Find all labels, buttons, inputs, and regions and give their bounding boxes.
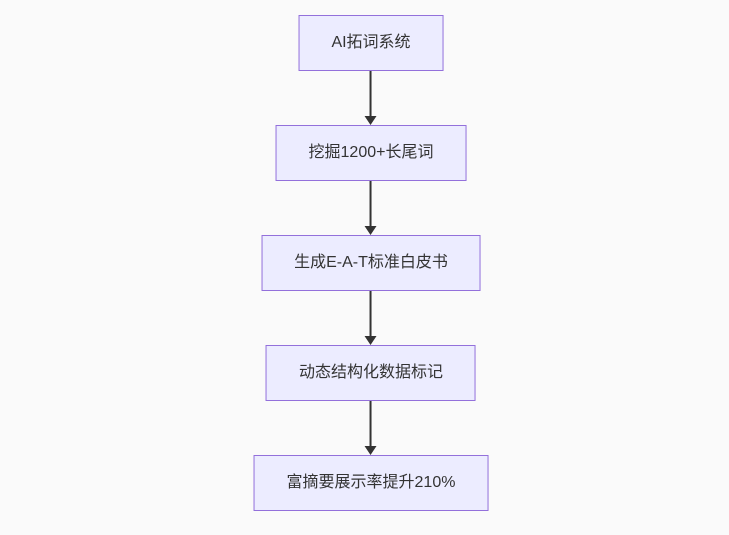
flowchart: AI拓词系统 挖掘1200+长尾词 生成E-A-T标准白皮书 动态结构化数据标记 (253, 15, 489, 511)
arrow-head (365, 446, 377, 455)
arrow-line (370, 71, 372, 117)
flow-node-label: 挖掘1200+长尾词 (308, 144, 434, 161)
arrow-line (370, 291, 372, 337)
flow-node-label: AI拓词系统 (331, 34, 411, 51)
arrow-line (370, 181, 372, 227)
arrow-down-icon (365, 181, 377, 235)
flow-node-longtail-mining: 挖掘1200+长尾词 (275, 125, 467, 181)
flow-node-label: 富摘要展示率提升210% (286, 474, 456, 491)
flow-node-ai-word-system: AI拓词系统 (298, 15, 444, 71)
arrow-down-icon (365, 401, 377, 455)
arrow-down-icon (365, 291, 377, 345)
arrow-head (365, 116, 377, 125)
flow-node-rich-snippet-result: 富摘要展示率提升210% (253, 455, 489, 511)
flow-node-structured-data: 动态结构化数据标记 (265, 345, 476, 401)
arrow-head (365, 226, 377, 235)
flow-node-label: 生成E-A-T标准白皮书 (294, 254, 448, 271)
flow-node-eat-whitepaper: 生成E-A-T标准白皮书 (261, 235, 481, 291)
arrow-head (365, 336, 377, 345)
arrow-down-icon (365, 71, 377, 125)
arrow-line (370, 401, 372, 447)
flow-node-label: 动态结构化数据标记 (298, 364, 443, 381)
